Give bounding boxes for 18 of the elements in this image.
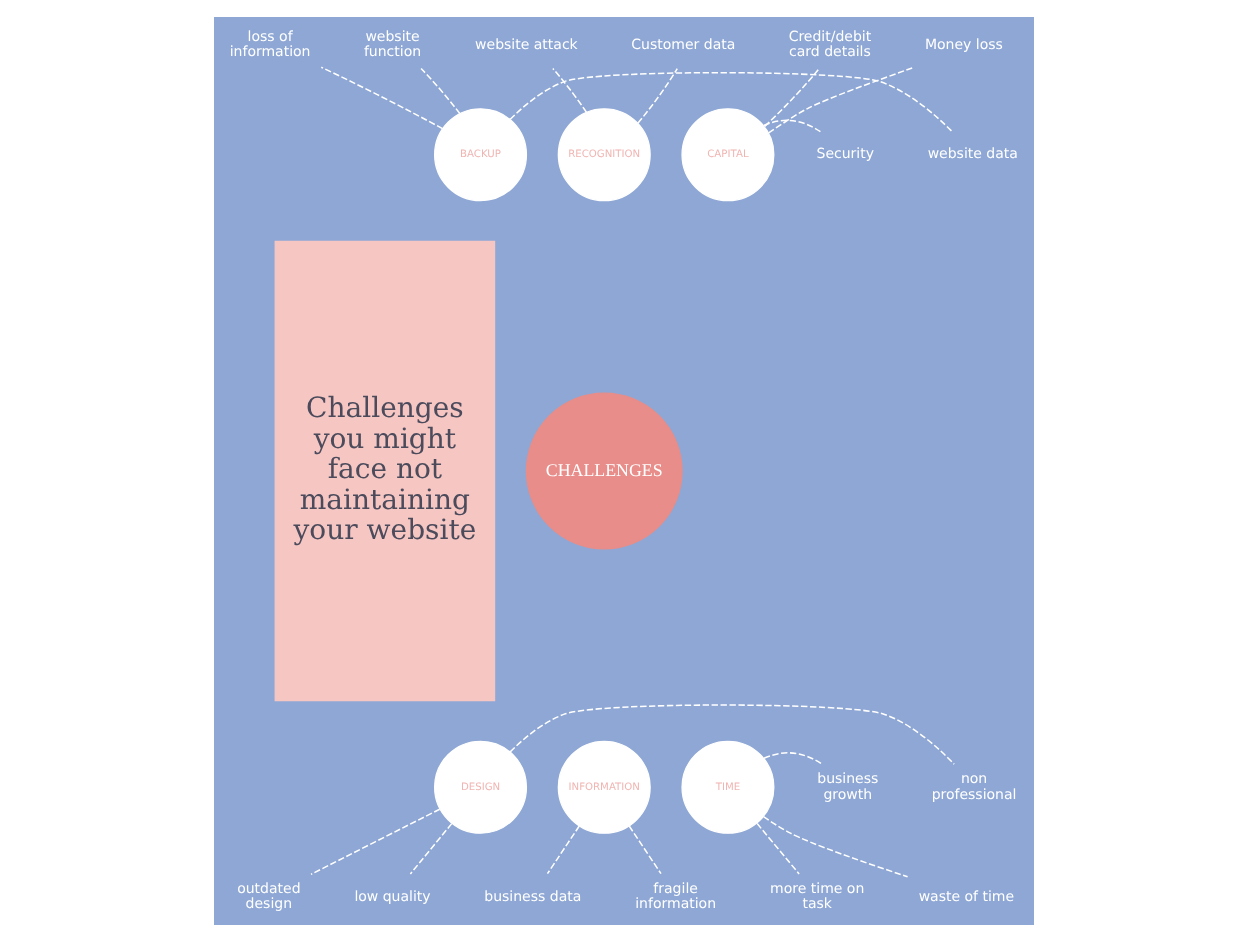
connector [756,822,800,875]
connector [628,825,662,875]
connector [763,752,824,765]
connector [763,67,820,128]
connector [546,825,580,875]
connector [552,67,588,113]
connector [762,815,909,878]
connector [420,67,461,115]
node-box: Challenges you might face not maintaining your website [274,240,496,702]
connector [637,67,678,124]
node-circle: CHALLENGES [525,392,683,550]
connector [762,119,822,133]
connector [509,71,953,133]
connector [409,822,453,875]
connector [509,704,955,765]
connector [320,66,444,130]
connector [310,808,441,876]
connector [767,66,915,134]
